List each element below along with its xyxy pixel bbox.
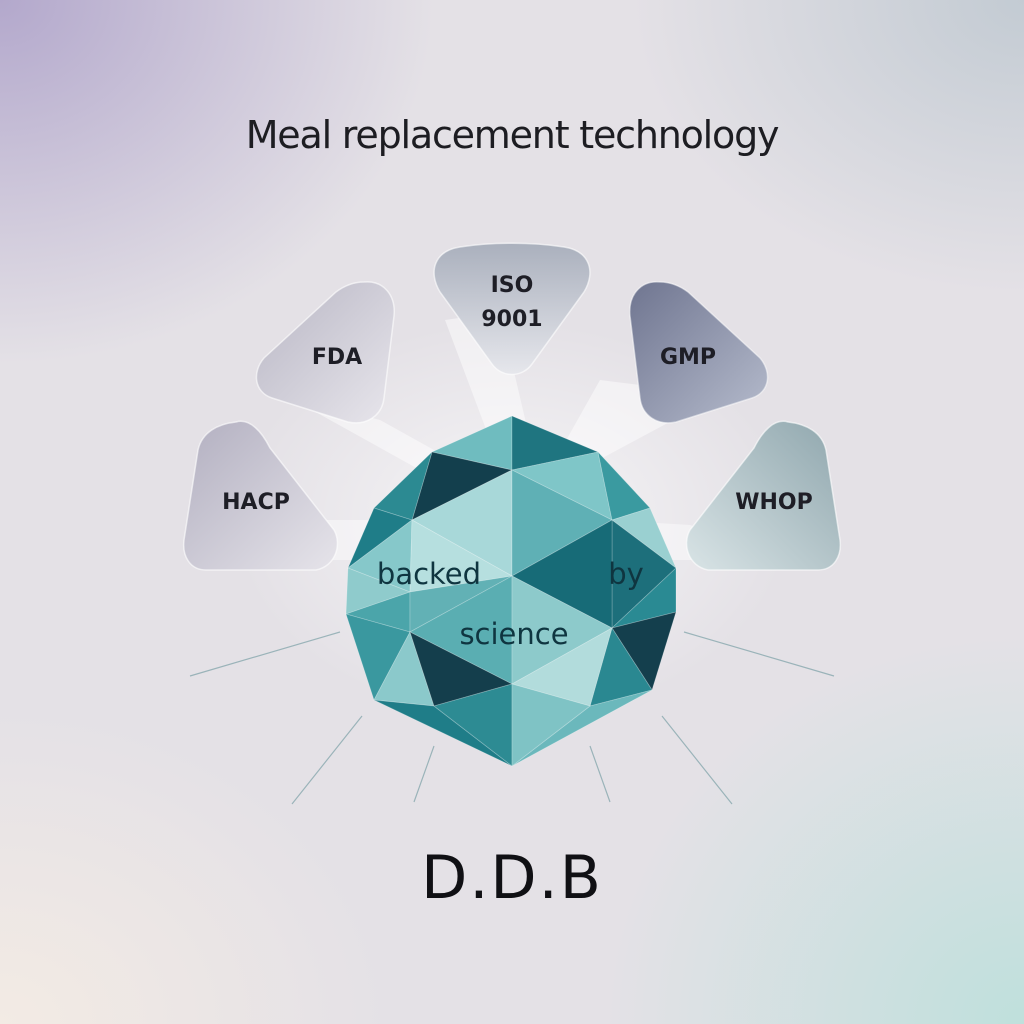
badge-gmp: GMP [629,281,769,424]
faceted-gem [344,415,677,767]
gem-text-backed: backed [377,557,481,591]
page-title: Meal replacement technology [245,113,780,157]
decorative-rays [189,631,835,805]
badge-label-fda: FDA [312,345,362,370]
gem-text-by: by [608,557,644,591]
gem-text-science: science [459,617,568,651]
badge-whop: WHOP [685,420,842,571]
brand-name: D.D.B [421,843,603,913]
badge-label-whop: WHOP [735,490,813,515]
badge-label-gmp: GMP [660,345,716,370]
badge-iso-9001: ISO 9001 [433,242,591,376]
badge-hacp: HACP [182,420,339,571]
badge-label-iso: ISO [491,273,534,298]
badge-label-hacp: HACP [222,490,290,515]
badge-label-9001: 9001 [481,307,542,332]
badge-fda: FDA [255,281,395,424]
